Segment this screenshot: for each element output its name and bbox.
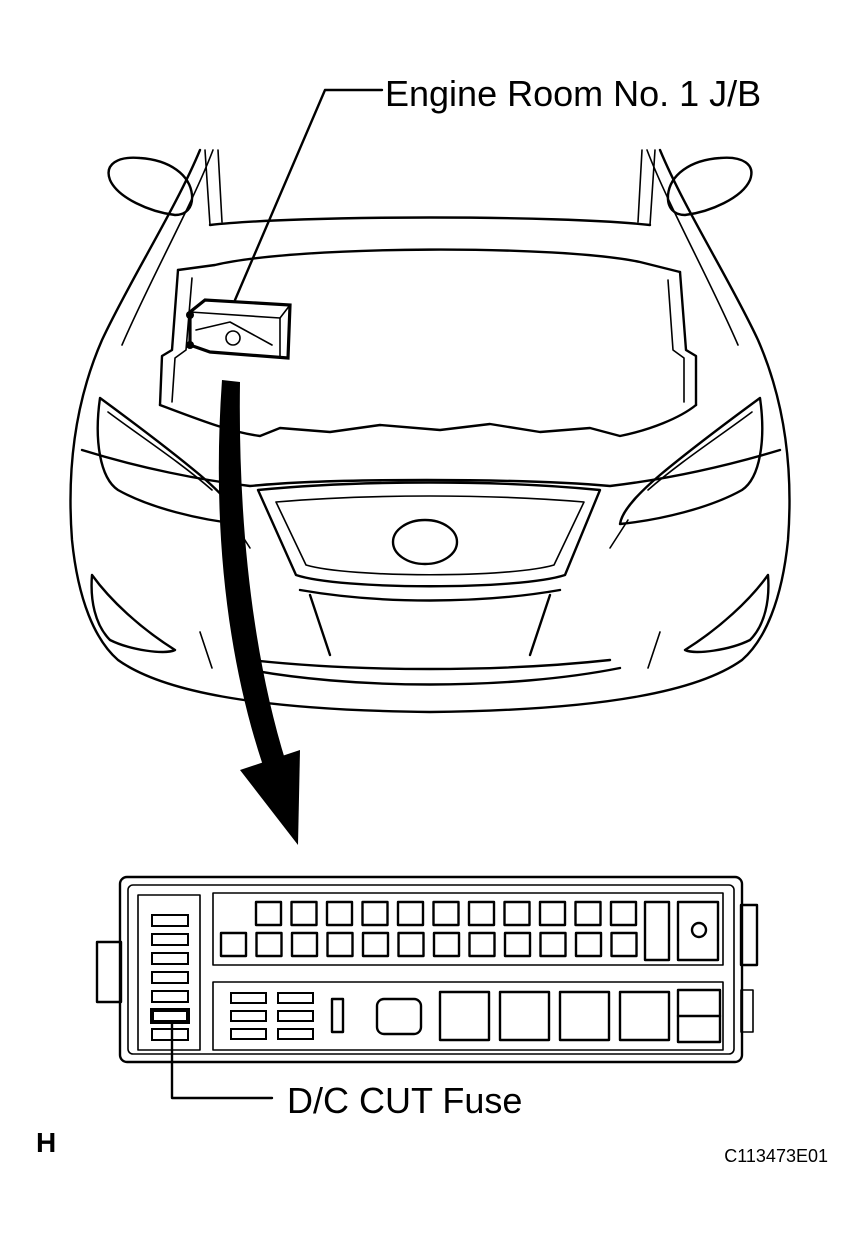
fuse-cavity — [326, 931, 354, 958]
car-front-illustration — [69, 148, 791, 714]
fuse-cavity — [255, 931, 283, 958]
junction-block-detail — [95, 875, 759, 1064]
dc-cut-fuse — [150, 1008, 190, 1024]
fuse-cavity — [397, 931, 425, 958]
fuse-cavity — [290, 931, 319, 958]
fuse-cavity — [361, 900, 389, 927]
fuse-cavity — [290, 900, 318, 927]
fuse-cavity — [325, 900, 354, 927]
fuse-cavity — [396, 900, 425, 927]
fuse-cavity — [538, 900, 567, 927]
fuse-cavity — [254, 900, 283, 927]
corner-letter: H — [36, 1127, 56, 1158]
fuse-cavity — [610, 931, 638, 958]
fuse-cavity — [432, 900, 460, 927]
jb-leader-line — [233, 88, 384, 302]
fuse-cavity — [468, 931, 496, 958]
figure-code: C113473E01 — [724, 1146, 828, 1166]
fuse-cavity — [574, 931, 603, 958]
fuse-leader-line — [170, 1020, 274, 1100]
fuse-cavity — [467, 900, 496, 927]
fuse-cavity — [609, 900, 638, 927]
fuse-cavity — [361, 931, 390, 958]
fuse-cavity — [503, 931, 532, 958]
engine-room-jb-icon — [186, 298, 292, 360]
jb-label: Engine Room No. 1 J/B — [385, 73, 761, 114]
fuse-cavity — [539, 931, 567, 958]
fuse-cavity — [219, 931, 248, 958]
fuse-label: D/C CUT Fuse — [287, 1080, 522, 1121]
arrow-down-icon — [218, 380, 300, 845]
fuse-cavity — [432, 931, 461, 958]
fuse-cavity — [503, 900, 531, 927]
fuse-cavity — [574, 900, 602, 927]
